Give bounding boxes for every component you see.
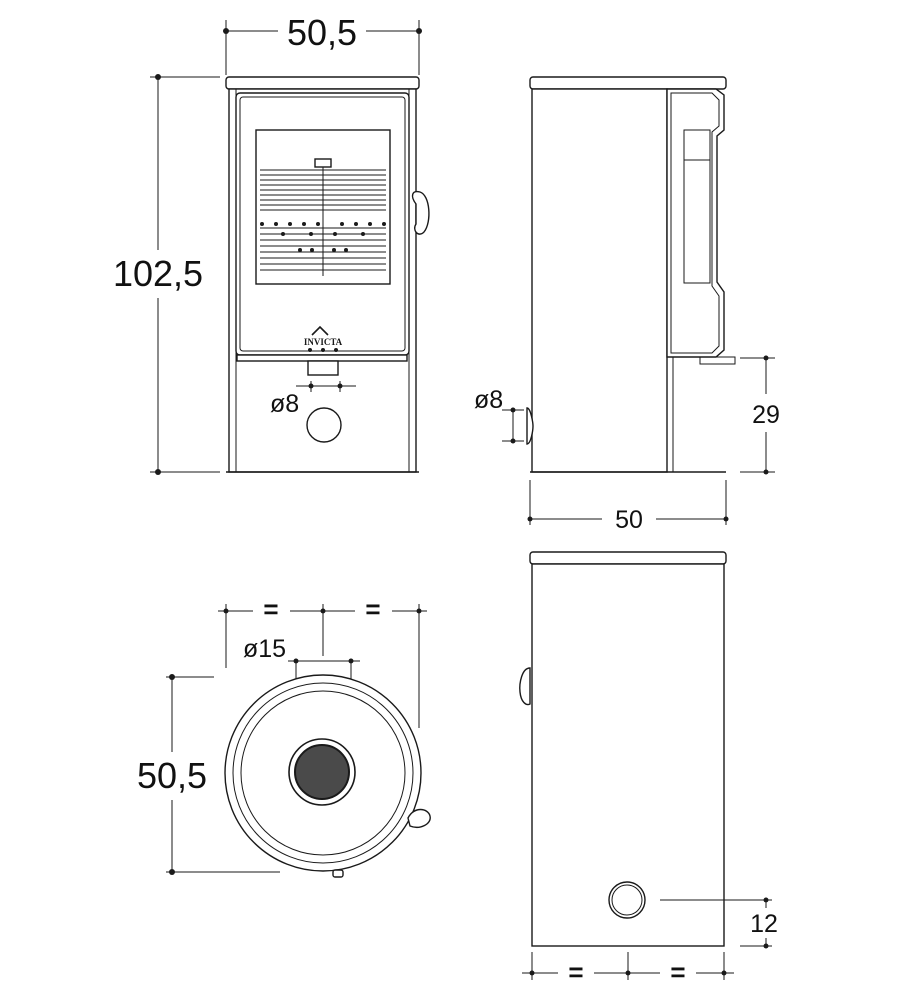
top-knob xyxy=(332,869,344,878)
top-equal-left-label: = xyxy=(263,594,278,624)
front-height-dimension: 102,5 xyxy=(113,74,220,475)
front-baffle-dots xyxy=(260,222,386,252)
front-width-label: 50,5 xyxy=(287,12,357,53)
top-view: = = ø15 50,5 xyxy=(137,594,431,878)
back-handle xyxy=(519,667,531,706)
side-depth-label: 50 xyxy=(615,506,643,534)
front-baffle-lines xyxy=(260,158,386,276)
brand-logo-text: INVICTA xyxy=(304,337,343,347)
side-top-plate xyxy=(529,76,727,90)
back-top-plate xyxy=(529,551,727,565)
back-view: 12 = = xyxy=(519,551,778,987)
back-equal-left-label: = xyxy=(568,957,583,987)
top-equal-right-label: = xyxy=(365,594,380,624)
back-body xyxy=(531,563,725,947)
side-body xyxy=(531,88,668,473)
front-air-control xyxy=(307,360,339,376)
front-ash-lip xyxy=(236,354,408,362)
front-height-label: 102,5 xyxy=(113,253,203,294)
top-handle xyxy=(407,808,431,828)
front-flue-diameter-label: ø8 xyxy=(270,390,299,418)
front-view: 50,5 102,5 xyxy=(113,12,430,475)
back-outlet-height-label: 12 xyxy=(750,910,778,938)
top-flue-diameter-label: ø15 xyxy=(243,635,286,663)
side-air-diameter-label: ø8 xyxy=(474,386,503,414)
side-air-inlet xyxy=(526,407,534,445)
side-view: ø8 29 50 xyxy=(474,76,780,534)
front-air-inlet xyxy=(306,407,342,443)
top-depth-label: 50,5 xyxy=(137,755,207,796)
top-flue-opening xyxy=(294,744,350,800)
front-door-handle xyxy=(411,190,430,235)
brand-logo: INVICTA xyxy=(304,325,343,352)
front-width-dimension: 50,5 xyxy=(223,12,422,75)
back-equal-right-label: = xyxy=(670,957,685,987)
side-air-height-label: 29 xyxy=(752,401,780,429)
side-foot xyxy=(667,356,736,365)
front-top-plate xyxy=(225,76,420,90)
back-flue-outlet xyxy=(608,881,646,919)
